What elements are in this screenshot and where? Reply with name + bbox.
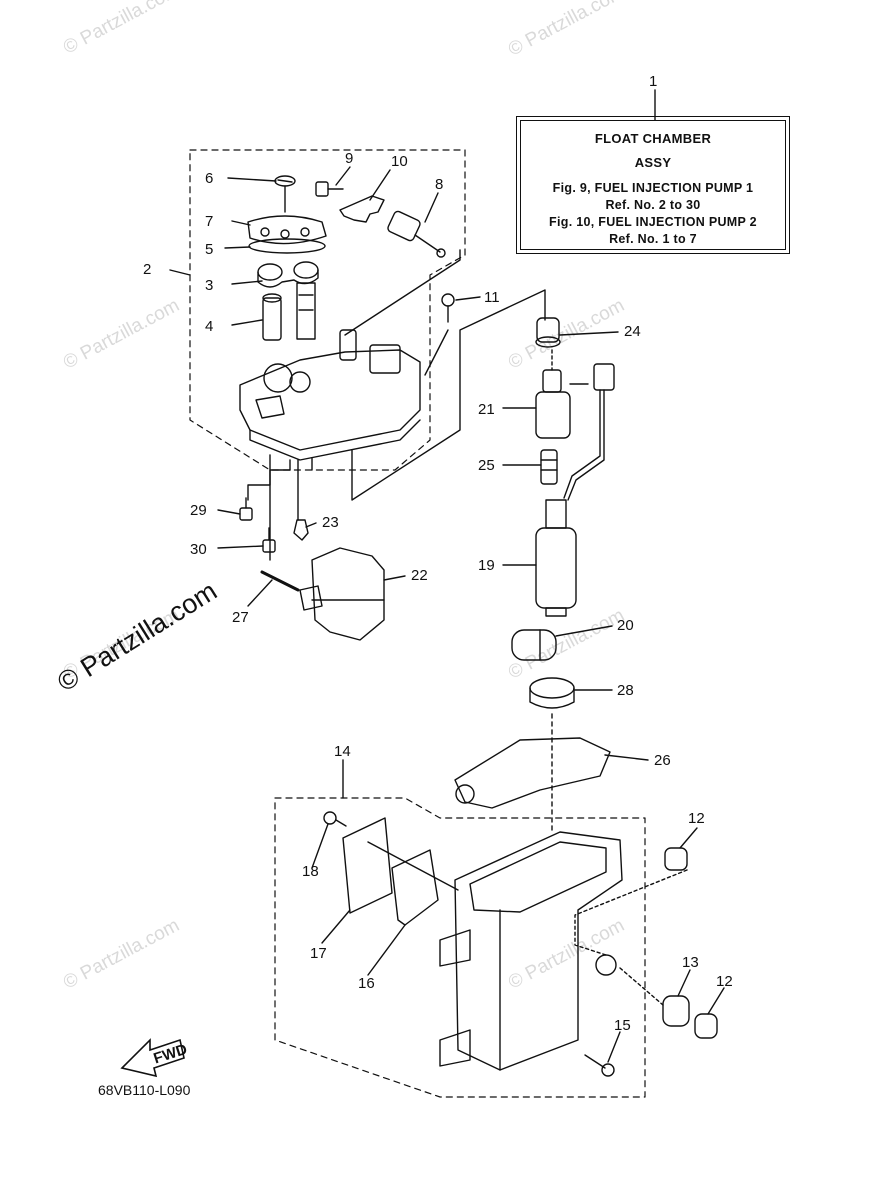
part-25-filter xyxy=(540,449,558,485)
callout-12-top: 12 xyxy=(688,810,705,827)
part-10-bracket xyxy=(339,195,385,223)
callout-11: 11 xyxy=(484,289,500,306)
legend-line-6: Ref. No. 1 to 7 xyxy=(609,232,697,246)
part-17-plate xyxy=(342,817,393,914)
part-30-bolt xyxy=(262,527,276,553)
part-29-bolt xyxy=(239,497,253,521)
part-filter xyxy=(296,282,316,340)
part-19-pump xyxy=(535,499,577,617)
fwd-arrow-icon: FWD xyxy=(120,1038,190,1078)
part-20-strainer xyxy=(511,629,557,661)
callout-28: 28 xyxy=(617,682,634,699)
callout-18: 18 xyxy=(302,863,319,880)
part-harness xyxy=(563,363,615,501)
callout-27: 27 xyxy=(232,609,249,626)
part-21-damper xyxy=(535,369,589,439)
callout-19: 19 xyxy=(478,557,495,574)
part-28-holder xyxy=(529,677,575,709)
callout-6: 6 xyxy=(205,170,213,187)
callout-21: 21 xyxy=(478,401,495,418)
callout-14: 14 xyxy=(334,743,351,760)
callout-1: 1 xyxy=(649,73,657,90)
callout-12-bottom: 12 xyxy=(716,973,733,990)
assembly-14-outline xyxy=(274,797,646,1098)
part-15-screw xyxy=(584,1054,615,1077)
callout-4: 4 xyxy=(205,318,213,335)
diagram-code: 68VB110-L090 xyxy=(98,1082,191,1098)
part-6-screw xyxy=(274,175,296,213)
part-24-grommet xyxy=(535,317,561,348)
legend-line-1: FLOAT CHAMBER xyxy=(594,131,712,146)
fwd-label: FWD xyxy=(152,1041,190,1068)
callout-7: 7 xyxy=(205,213,213,230)
part-16-gasket xyxy=(391,849,439,926)
part-13-grommet xyxy=(662,995,690,1027)
callout-10: 10 xyxy=(391,153,408,170)
legend-line-4: Ref. No. 2 to 30 xyxy=(605,198,701,212)
callout-8: 8 xyxy=(435,176,443,193)
callout-17: 17 xyxy=(310,945,327,962)
callout-30: 30 xyxy=(190,541,207,558)
legend-line-2: ASSY xyxy=(634,155,672,170)
fuel-pump-housing xyxy=(239,329,421,471)
callout-26: 26 xyxy=(654,752,671,769)
part-23-nipple xyxy=(293,519,309,541)
callout-9: 9 xyxy=(345,150,353,167)
part-26-gasket xyxy=(454,737,611,809)
callout-25: 25 xyxy=(478,457,495,474)
legend-box: FLOAT CHAMBER ASSY Fig. 9, FUEL INJECTIO… xyxy=(516,116,790,254)
legend-line-3: Fig. 9, FUEL INJECTION PUMP 1 xyxy=(552,181,754,195)
part-7-cover xyxy=(247,215,327,245)
part-22-cover xyxy=(299,547,385,641)
part-5-gasket xyxy=(248,238,326,254)
part-12-grommet-top xyxy=(664,847,688,871)
part-18-screw xyxy=(323,811,347,827)
callout-15: 15 xyxy=(614,1017,631,1034)
part-12-grommet-bottom xyxy=(694,1013,718,1039)
assembly-2-outline xyxy=(189,149,466,471)
part-8-sensor xyxy=(387,210,446,258)
callout-3: 3 xyxy=(205,277,213,294)
part-11-screw xyxy=(441,293,455,323)
part-27-pin xyxy=(260,570,300,592)
callout-23: 23 xyxy=(322,514,339,531)
part-9-bolt xyxy=(315,181,344,197)
callout-24: 24 xyxy=(624,323,641,340)
callout-5: 5 xyxy=(205,241,213,258)
callout-2: 2 xyxy=(143,261,151,278)
callout-20: 20 xyxy=(617,617,634,634)
callout-22: 22 xyxy=(411,567,428,584)
callout-16: 16 xyxy=(358,975,375,992)
part-3-clamp xyxy=(257,261,319,288)
legend-line-5: Fig. 10, FUEL INJECTION PUMP 2 xyxy=(549,215,757,229)
callout-numbers: 1 2 3 4 5 6 7 8 9 10 11 12 12 13 14 15 1… xyxy=(143,73,733,1034)
part-4-plug xyxy=(262,293,282,341)
callout-13: 13 xyxy=(682,954,699,971)
callout-29: 29 xyxy=(190,502,207,519)
